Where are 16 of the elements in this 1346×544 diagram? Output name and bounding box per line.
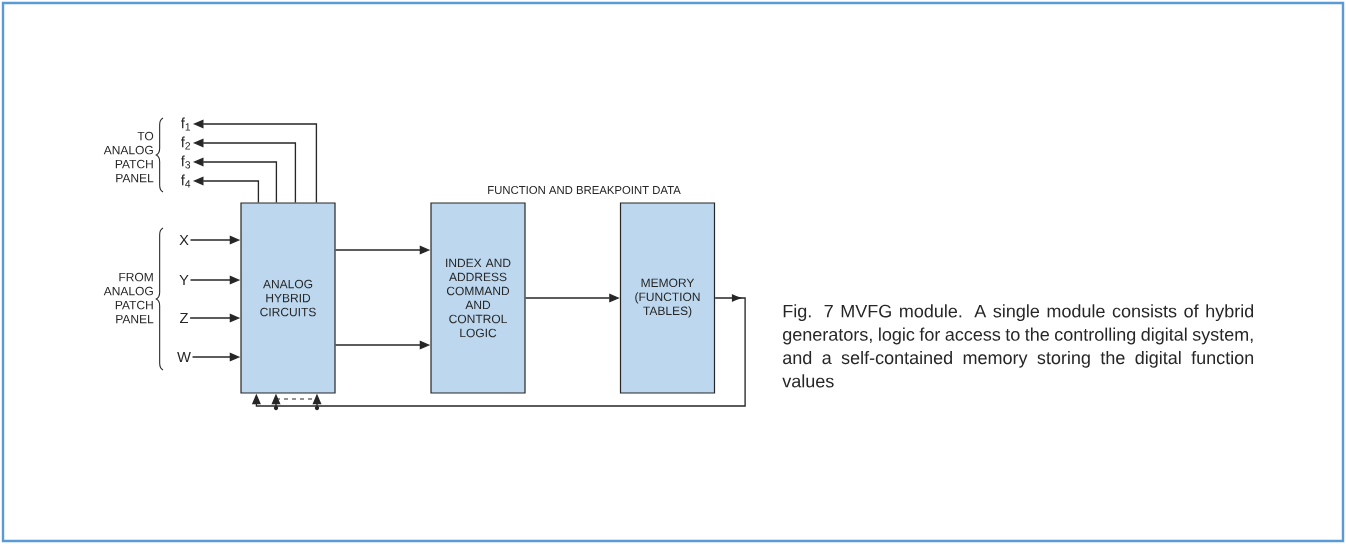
label: FROM ANALOG PATCH PANEL <box>103 272 154 324</box>
block-box: ANALOG HYBRID CIRCUITS <box>240 202 336 394</box>
signal-label: f$_{2}$ <box>181 136 191 150</box>
block-box: MEMORY (FUNCTION TABLES) <box>619 202 716 394</box>
arrow <box>251 294 746 407</box>
label: FUNCTION AND BREAKPOINT DATA <box>488 186 681 194</box>
label: TO ANALOG PATCH PANEL <box>103 131 154 183</box>
signal-label: W <box>177 351 191 363</box>
signal-label: f$_{3}$ <box>181 155 191 169</box>
signal-label: Z <box>180 312 188 324</box>
caption: Fig. 7 MVFG module. A single module consists of hybrid generators, logic for access to the controlling digital system, and a self-contained memory storing the digital function values <box>782 304 1254 388</box>
signal-label: Y <box>179 274 189 286</box>
signal-label: X <box>179 234 189 246</box>
block-box: INDEX AND ADDRESS COMMAND AND CONTROL LOGIC <box>430 202 526 394</box>
signal-label: f$_{1}$ <box>181 117 191 131</box>
signal-label: f$_{4}$ <box>181 174 191 188</box>
